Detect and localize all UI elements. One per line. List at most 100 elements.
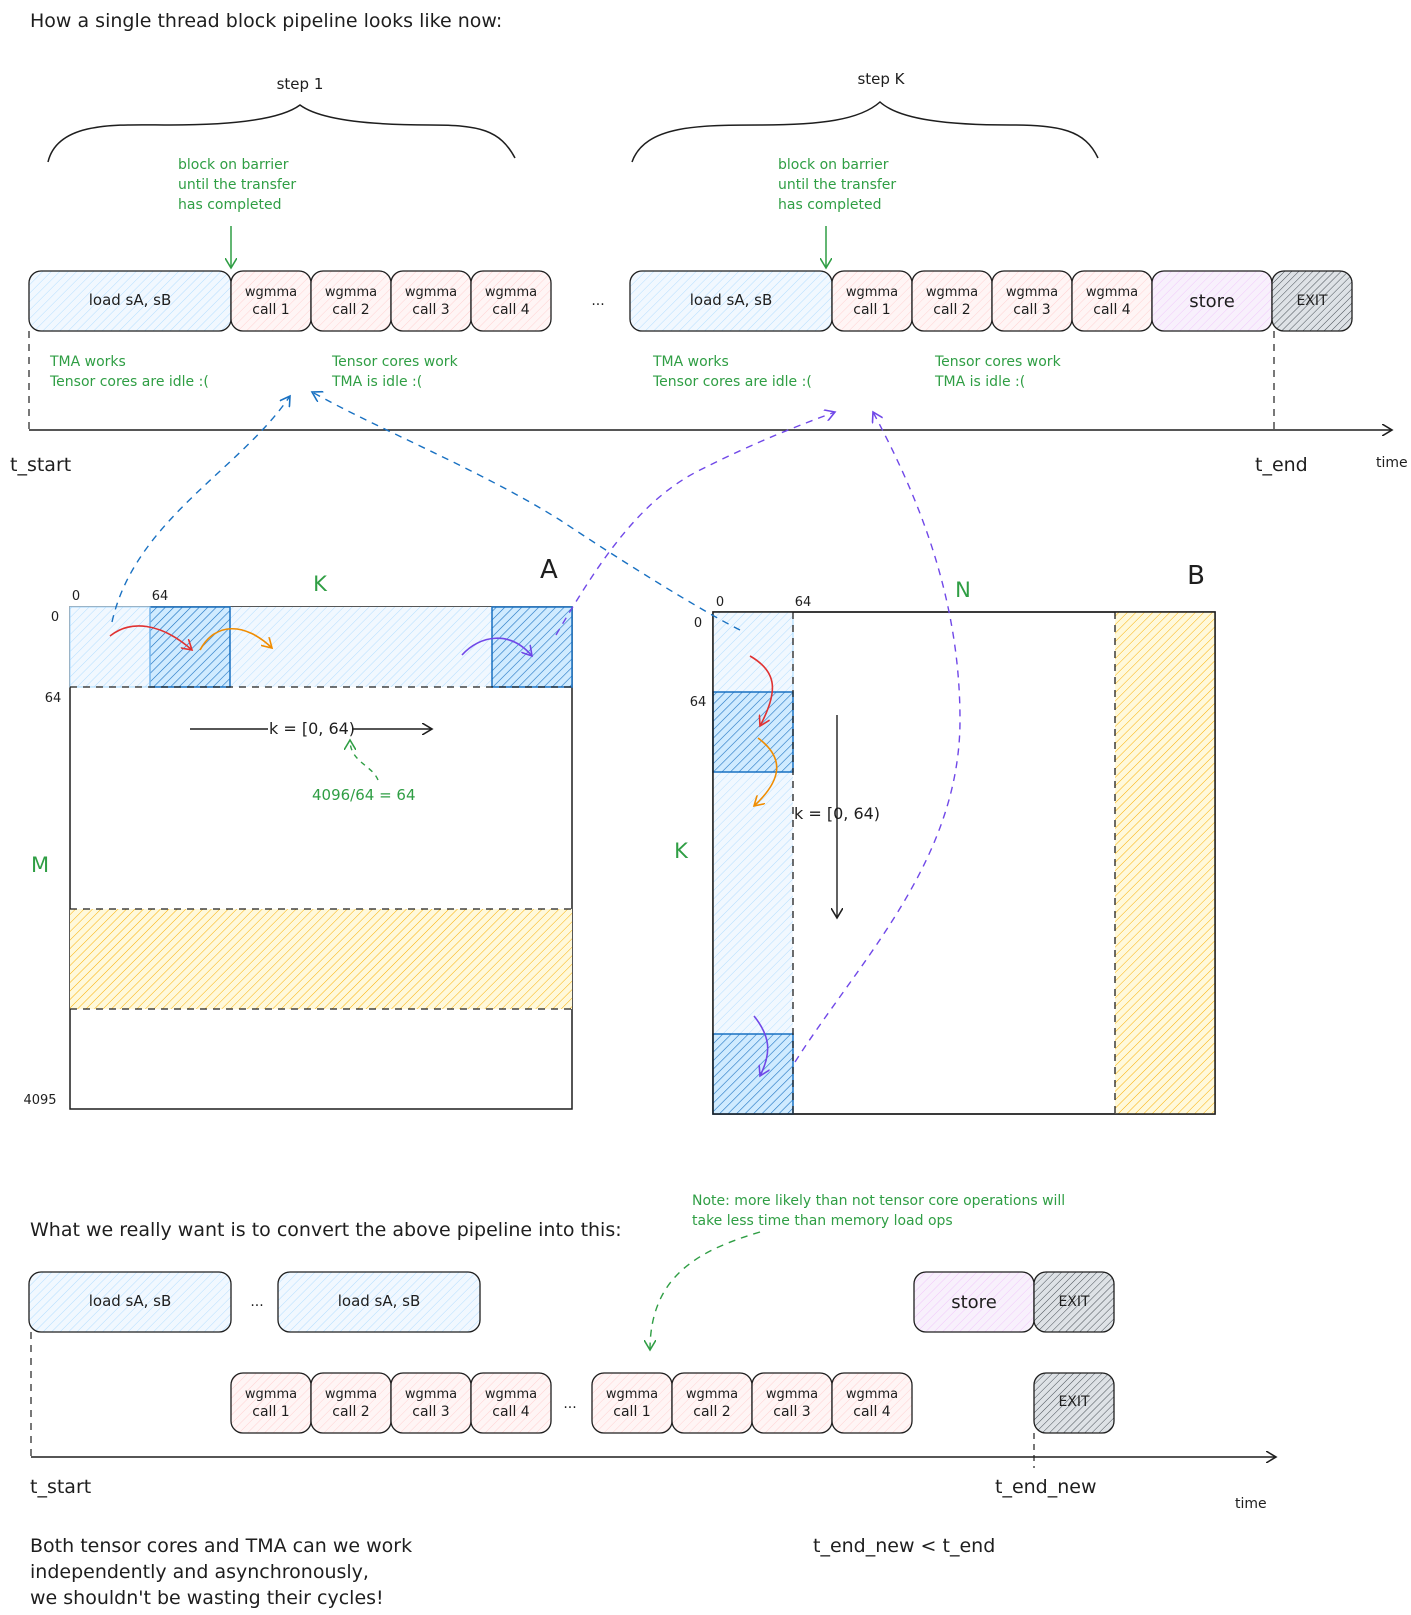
a-count-note: 4096/64 = 64 — [312, 786, 416, 804]
wgmma-label: wgmma — [485, 1387, 537, 1402]
tensor-note-line: Tensor cores work — [934, 354, 1062, 370]
wgmma-call-label: call 3 — [773, 1404, 810, 1420]
step-1-label: step 1 — [277, 75, 324, 93]
load-label: load sA, sB — [89, 291, 172, 309]
conclusion-line: we shouldn't be wasting their cycles! — [30, 1587, 384, 1609]
wgmma-call-label: call 4 — [853, 1404, 891, 1420]
b-tick-top-0: 0 — [716, 595, 724, 610]
wgmma-call-label: call 1 — [252, 1404, 289, 1420]
step-k-brace — [631, 100, 1099, 163]
store-box: store — [913, 1271, 1035, 1333]
b-tick-top-64: 64 — [795, 595, 812, 610]
b-tick-left-64: 64 — [690, 695, 707, 710]
wgmma-call-label: call 2 — [693, 1404, 730, 1420]
step-k-label: step K — [857, 70, 905, 88]
tensor-note-line: TMA is idle :( — [331, 374, 422, 390]
t-end-label: t_end — [1255, 454, 1308, 476]
exit-box: EXIT — [1033, 1372, 1115, 1434]
tensor-note-line: TMA is idle :( — [934, 374, 1025, 390]
load-box: load sA, sB — [28, 1271, 232, 1333]
wgmma-label: wgmma — [606, 1387, 658, 1402]
wgmma-call-box: wgmma call 2 — [911, 270, 993, 332]
wgmma-call-box: wgmma call 3 — [390, 270, 472, 332]
wgmma-label: wgmma — [1006, 285, 1058, 300]
ellipsis: ... — [591, 293, 604, 309]
t-end-new-label: t_end_new — [995, 1476, 1097, 1498]
t-start-label: t_start — [30, 1476, 91, 1498]
a-k-range: k = [0, 64) — [269, 719, 355, 738]
a-yellow-band — [70, 909, 572, 1009]
end-comparison: t_end_new < t_end — [813, 1535, 995, 1557]
ellipsis: ... — [563, 1396, 576, 1412]
a-name: A — [540, 555, 558, 585]
wgmma-call-label: call 1 — [853, 302, 890, 318]
current-pipeline: step 1 step K block on barrier until the… — [10, 70, 1408, 476]
wgmma-label: wgmma — [485, 285, 537, 300]
store-label: store — [1189, 291, 1235, 312]
load-box: load sA, sB — [28, 270, 232, 332]
store-label: store — [951, 1292, 997, 1313]
time-label: time — [1376, 455, 1408, 471]
conclusion-line: independently and asynchronously, — [30, 1561, 369, 1583]
note-pointer — [650, 1231, 761, 1350]
a-orange-arrow — [199, 627, 272, 651]
load-label: load sA, sB — [338, 1292, 421, 1310]
a-count-pointer — [350, 740, 379, 781]
exit-label: EXIT — [1058, 1394, 1090, 1410]
a-dim-left: M — [31, 853, 49, 877]
wgmma-call-label: call 2 — [332, 1404, 369, 1420]
b-red-arrow — [749, 655, 774, 726]
matrix-b: B N K 0 64 0 64 k = [0, 64) — [674, 561, 1216, 1115]
wgmma-label: wgmma — [846, 1387, 898, 1402]
barrier-note-1: block on barrier until the transfer has … — [178, 157, 296, 268]
wgmma-call-box: wgmma call 2 — [310, 1372, 392, 1434]
matrix-a: A K M 0 64 0 64 4095 k = [0, 64) 4096/64… — [23, 555, 573, 1110]
exit-box: EXIT — [1033, 1271, 1115, 1333]
a-to-stepk-connector — [555, 412, 835, 636]
wgmma-call-label: call 3 — [412, 1404, 449, 1420]
time-label: time — [1235, 1496, 1267, 1512]
wgmma-label: wgmma — [1086, 285, 1138, 300]
load-label: load sA, sB — [690, 291, 773, 309]
wgmma-call-box: wgmma call 1 — [831, 270, 913, 332]
wgmma-label: wgmma — [325, 1387, 377, 1402]
a-tick-left-64: 64 — [45, 691, 62, 706]
tma-note-line: TMA works — [49, 354, 126, 370]
step-1-brace — [47, 104, 516, 163]
wgmma-call-box: wgmma call 4 — [1071, 270, 1153, 332]
wgmma-call-box: wgmma call 3 — [390, 1372, 472, 1434]
wgmma-call-label: call 1 — [613, 1404, 650, 1420]
load-box: load sA, sB — [629, 270, 833, 332]
a-tick-top-0: 0 — [72, 589, 80, 604]
conclusion-line: Both tensor cores and TMA can we work — [30, 1535, 412, 1557]
b-tile-2 — [712, 691, 794, 773]
barrier-note-line: has completed — [778, 197, 881, 213]
a-purple-arrow — [461, 637, 532, 656]
wgmma-label: wgmma — [245, 285, 297, 300]
wgmma-call-label: call 4 — [492, 1404, 530, 1420]
store-box: store — [1151, 270, 1273, 332]
a-tick-top-64: 64 — [152, 589, 169, 604]
barrier-note-line: until the transfer — [178, 177, 296, 193]
b-tick-left-0: 0 — [694, 616, 702, 631]
wgmma-call-box: wgmma call 3 — [991, 270, 1073, 332]
barrier-note-line: until the transfer — [778, 177, 896, 193]
barrier-note-line: has completed — [178, 197, 281, 213]
wgmma-label: wgmma — [325, 285, 377, 300]
wgmma-call-label: call 3 — [412, 302, 449, 318]
wgmma-call-box: wgmma call 4 — [470, 1372, 552, 1434]
a-tick-left-0: 0 — [51, 610, 59, 625]
wgmma-call-label: call 2 — [332, 302, 369, 318]
exit-label: EXIT — [1058, 1294, 1090, 1310]
a-red-arrow — [109, 625, 192, 650]
a-tile-last — [491, 606, 573, 688]
wgmma-call-box: wgmma call 3 — [751, 1372, 833, 1434]
b-purple-arrow — [753, 1015, 768, 1076]
desired-pipeline: What we really want is to convert the ab… — [28, 1193, 1276, 1609]
wgmma-call-box: wgmma call 2 — [310, 270, 392, 332]
a-dim-top: K — [313, 572, 328, 596]
wgmma-call-box: wgmma call 1 — [230, 270, 312, 332]
b-to-step1-connector — [312, 392, 741, 631]
wgmma-label: wgmma — [926, 285, 978, 300]
